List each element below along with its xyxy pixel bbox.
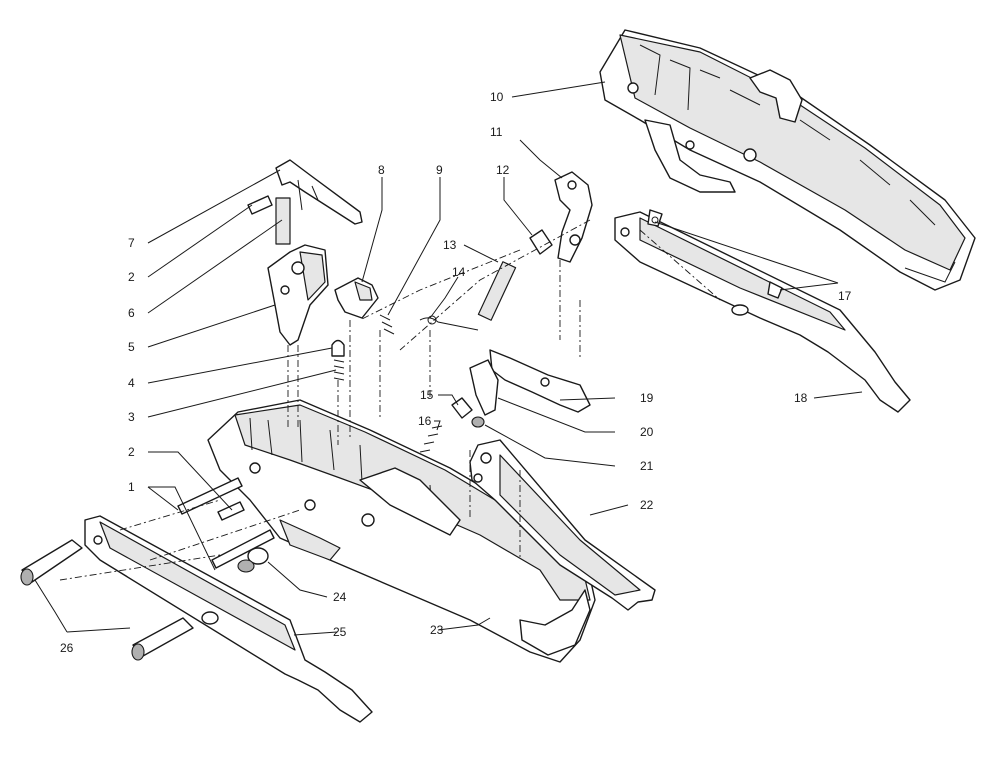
callout-17: 17	[838, 289, 852, 303]
callout-2-upper: 2	[128, 270, 135, 284]
callout-14: 14	[452, 265, 466, 279]
callout-1: 1	[128, 480, 135, 494]
main-housing	[207, 399, 596, 663]
callout-12: 12	[496, 163, 510, 177]
callout-labels: 1 2 2 3 4 5 6 7 8 9 10 11 12 13 14 15 16…	[60, 90, 852, 655]
callout-19: 19	[640, 391, 654, 405]
trigger-part	[267, 244, 329, 346]
callout-3: 3	[128, 410, 135, 424]
coil-spring-13	[477, 261, 517, 321]
plunger	[331, 339, 345, 357]
long-arm	[469, 439, 656, 611]
callout-7: 7	[128, 236, 135, 250]
callout-21: 21	[640, 459, 654, 473]
pins-1-2	[177, 477, 275, 569]
upper-right-rail	[614, 209, 911, 413]
callout-2-lower: 2	[128, 445, 135, 459]
callout-11: 11	[490, 125, 503, 139]
callout-4: 4	[128, 376, 135, 390]
coil-spring-16	[419, 425, 443, 453]
spool-part	[471, 416, 485, 428]
bushing	[237, 547, 269, 573]
small-spring-lower	[333, 359, 345, 381]
trigger-plate	[489, 349, 591, 413]
callout-13: 13	[443, 238, 457, 252]
long-pins	[20, 539, 194, 661]
sear-block	[334, 277, 379, 319]
lever-part	[275, 159, 363, 225]
callout-20: 20	[640, 425, 654, 439]
small-spring-9	[379, 314, 395, 335]
callout-24: 24	[333, 590, 347, 604]
callout-8: 8	[378, 163, 385, 177]
callout-26: 26	[60, 641, 74, 655]
callout-10: 10	[490, 90, 504, 104]
wire-spring	[419, 315, 479, 331]
callout-22: 22	[640, 498, 654, 512]
callout-25: 25	[333, 625, 347, 639]
callout-15: 15	[420, 388, 434, 402]
plug-part	[529, 229, 553, 255]
callout-18: 18	[794, 391, 808, 405]
leader-lines	[34, 81, 863, 636]
callout-5: 5	[128, 340, 135, 354]
hammer-part	[554, 171, 593, 263]
callout-9: 9	[436, 163, 443, 177]
catch-part	[469, 359, 499, 416]
clips-17	[651, 216, 659, 224]
lower-left-rail	[84, 515, 373, 723]
callout-23: 23	[430, 623, 444, 637]
pin-15	[451, 397, 473, 419]
pin-upper	[247, 195, 273, 215]
callout-16: 16	[418, 414, 432, 428]
callout-6: 6	[128, 306, 135, 320]
assembled-trigger-housing	[599, 29, 976, 291]
assembly-guide-lines	[59, 219, 721, 581]
coil-spring-upper	[275, 197, 291, 245]
